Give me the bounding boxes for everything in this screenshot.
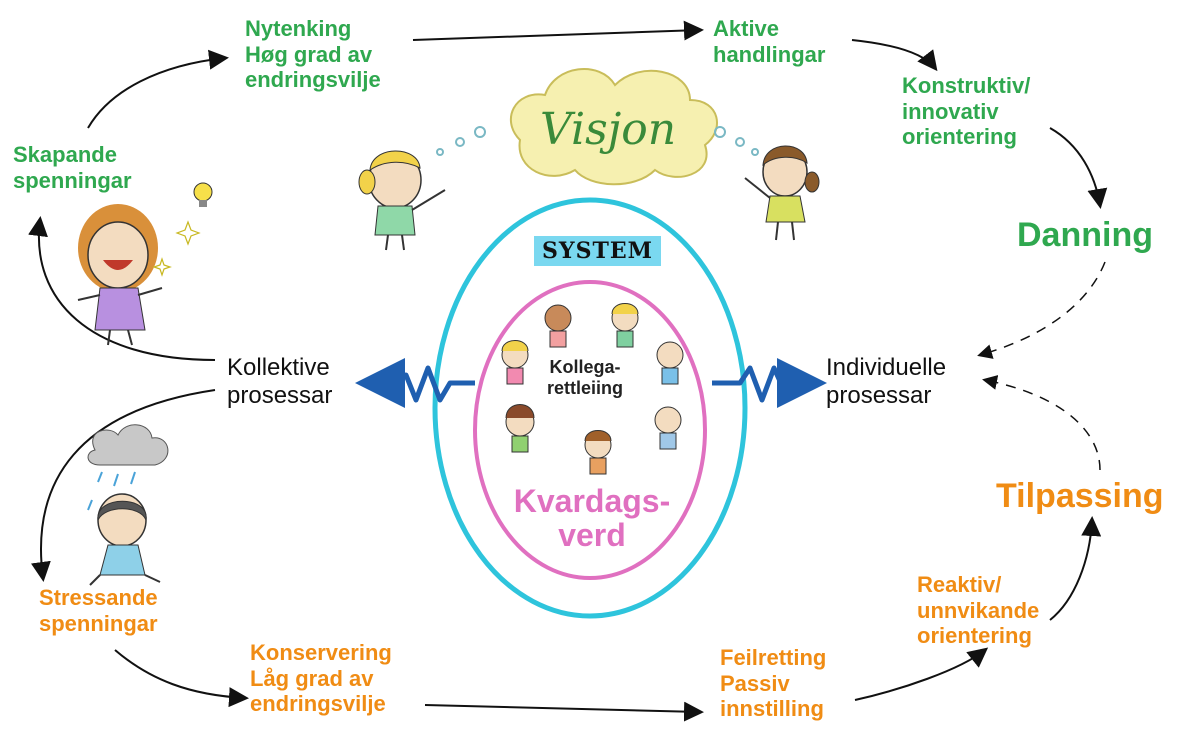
label-konstruktiv: Konstruktiv/ innovativ orientering bbox=[902, 73, 1031, 150]
arrow-aktive-to-konstruktiv bbox=[851, 39, 938, 72]
arrow-konservering-to-feilretting bbox=[424, 701, 704, 722]
label-skapande: Skapande spenningar bbox=[13, 142, 132, 193]
stressed-girl-illustration bbox=[87, 424, 169, 586]
kvardag-label: Kvardags- verd bbox=[513, 483, 671, 553]
label-stressande: Stressande spenningar bbox=[39, 585, 158, 636]
arrow-reaktiv-to-tilpassing bbox=[1049, 516, 1102, 621]
label-feilretting: Feilretting Passiv innstilling bbox=[720, 645, 827, 722]
thought-bubble bbox=[735, 137, 745, 147]
arrow-danning-to-individuelle bbox=[977, 261, 1106, 359]
visjon-label: Visjon bbox=[540, 104, 677, 155]
thought-bubble bbox=[455, 137, 465, 147]
arrow-stressande-to-konservering bbox=[114, 649, 249, 708]
arrow-nytenking-to-aktive bbox=[412, 20, 704, 41]
label-konservering: Konservering Låg grad av endringsvilje bbox=[250, 640, 392, 717]
girl-right-illustration bbox=[744, 145, 820, 241]
thought-bubble bbox=[714, 126, 726, 138]
thought-bubble bbox=[474, 126, 486, 138]
girl-left-illustration bbox=[358, 150, 446, 251]
lightbulb-icon bbox=[152, 182, 213, 277]
label-danning: Danning bbox=[1017, 216, 1153, 254]
label-aktive-handlingar: Aktive handlingar bbox=[713, 16, 826, 67]
system-label: SYSTEM bbox=[534, 236, 661, 266]
arrow-kollektive-to-skapande bbox=[28, 216, 216, 361]
kollega-label: Kollega- rettleiing bbox=[547, 357, 624, 398]
arrow-skapande-to-nytenking bbox=[87, 49, 229, 129]
arrow-feilretting-to-reaktiv bbox=[854, 647, 989, 701]
vision-cloud bbox=[509, 68, 718, 186]
label-nytenking: Nytenking Høg grad av endringsvilje bbox=[245, 16, 381, 93]
arrow-konstruktiv-to-danning bbox=[1049, 127, 1108, 209]
arrow-tilpassing-to-individuelle bbox=[982, 375, 1101, 471]
system-ellipse bbox=[432, 197, 748, 619]
thought-bubble bbox=[436, 148, 444, 156]
happy-girl-illustration bbox=[77, 204, 163, 346]
label-tilpassing: Tilpassing bbox=[996, 477, 1164, 515]
label-kollektive: Kollektive prosessar bbox=[227, 354, 333, 409]
zigzag-arrow-right bbox=[712, 358, 827, 408]
zigzag-arrow-left bbox=[355, 358, 475, 408]
label-individuelle: Individuelle prosessar bbox=[826, 354, 947, 409]
label-reaktiv: Reaktiv/ unnvikande orientering bbox=[917, 572, 1040, 649]
kvardag-ellipse bbox=[473, 280, 707, 580]
arrow-kollektive-to-stressande bbox=[30, 389, 216, 582]
kids-group-illustration bbox=[501, 303, 684, 475]
thought-bubble bbox=[751, 148, 759, 156]
